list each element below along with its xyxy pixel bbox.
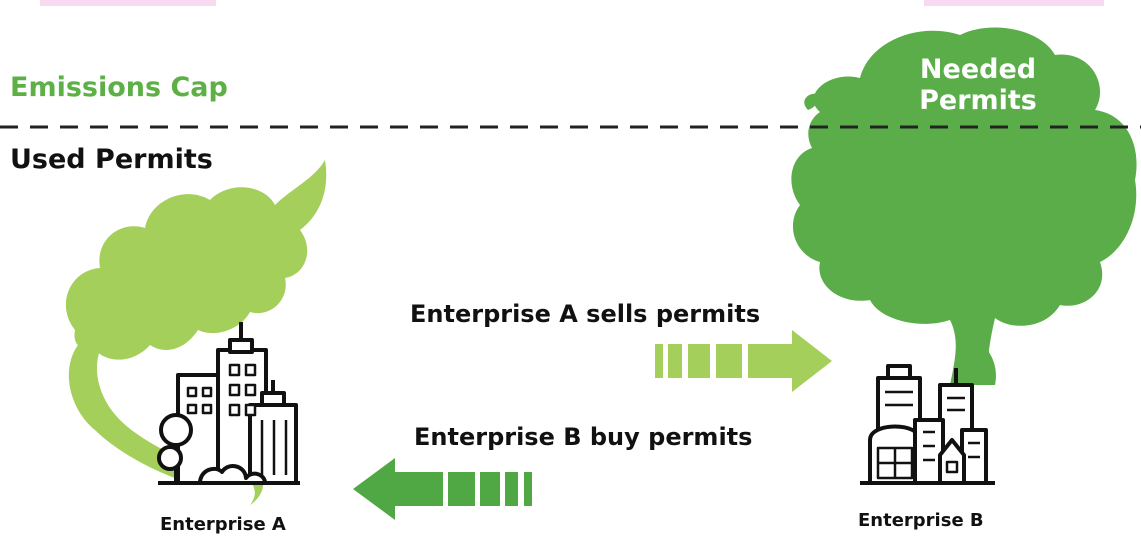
- emissions-cap-label: Emissions Cap: [10, 72, 228, 103]
- city-skyscrapers-icon: [860, 364, 995, 485]
- sells-permits-label: Enterprise A sells permits: [410, 300, 761, 328]
- buys-permits-label: Enterprise B buy permits: [414, 423, 753, 451]
- needed-permits-line1: Needed: [919, 54, 1037, 85]
- sells-permits-arrow: [655, 330, 832, 392]
- needed-permits-line2: Permits: [919, 85, 1037, 116]
- top-left-tab-fragment: [40, 0, 216, 6]
- enterprise-a-label: Enterprise A: [160, 514, 286, 535]
- top-right-tab-fragment: [924, 0, 1104, 6]
- enterprise-b-label: Enterprise B: [858, 510, 984, 531]
- city-buildings-with-trees-icon: [157, 322, 300, 485]
- buys-permits-arrow: [353, 458, 532, 520]
- used-permits-label: Used Permits: [10, 144, 213, 175]
- needed-permits-label: Needed Permits: [905, 54, 1051, 116]
- enterprise-b-smoke-cloud: [791, 27, 1137, 385]
